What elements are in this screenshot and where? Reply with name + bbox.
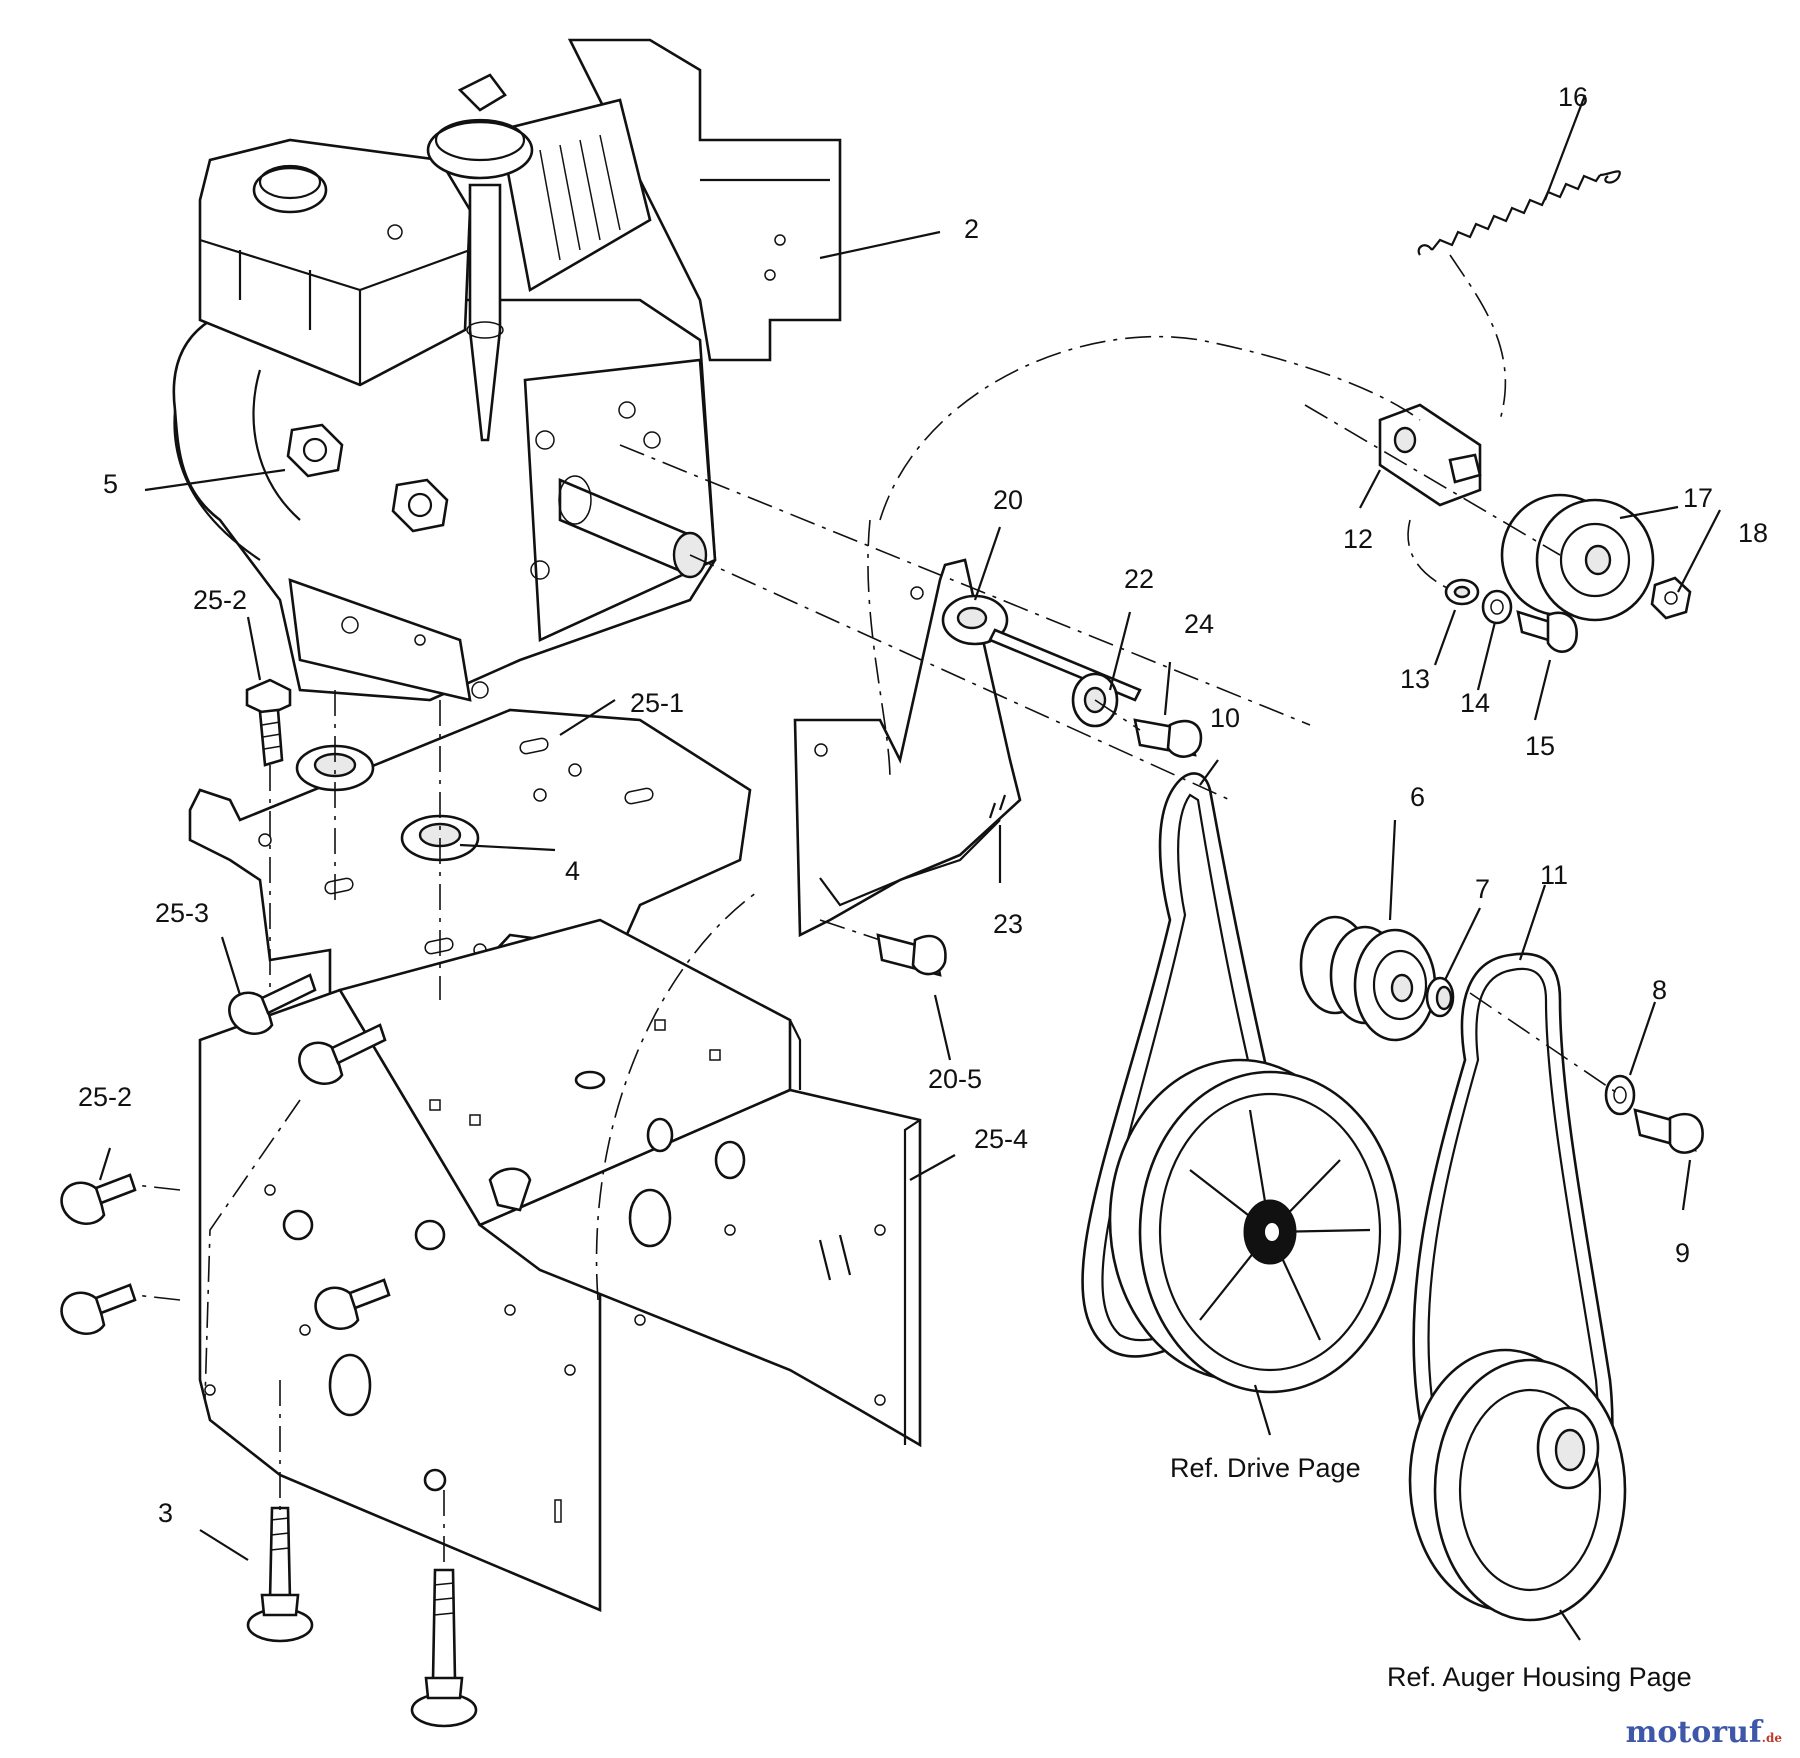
callout-25-4: 25-4 xyxy=(974,1124,1028,1154)
carriage-bolt-a xyxy=(246,1506,314,1643)
callout-3: 3 xyxy=(158,1498,173,1528)
bolt-25-2-side-a xyxy=(60,1173,137,1225)
callout-2: 2 xyxy=(964,214,979,244)
callout-20: 20 xyxy=(993,485,1023,515)
watermark-name: motoruf xyxy=(1625,1715,1762,1750)
bolt-15 xyxy=(1516,610,1578,653)
pulley-17 xyxy=(1500,493,1655,622)
ref-auger-housing-page: Ref. Auger Housing Page xyxy=(1387,1662,1692,1692)
callout-17: 17 xyxy=(1683,483,1713,513)
bolt-25-3-b xyxy=(298,1023,387,1085)
washer-8 xyxy=(1604,1074,1636,1116)
bolt-25-2-side-b xyxy=(60,1283,137,1335)
bolt-9 xyxy=(1633,1108,1704,1154)
bolt-side-c xyxy=(314,1278,391,1330)
callout-10: 10 xyxy=(1210,703,1240,733)
watermark-logo: motoruf.de xyxy=(1626,1715,1782,1750)
spring-16 xyxy=(1417,170,1621,256)
callout-13: 13 xyxy=(1400,664,1430,694)
callout-18: 18 xyxy=(1738,518,1768,548)
bolt-20-5 xyxy=(876,933,947,977)
bolt-25-3-a xyxy=(228,973,317,1035)
spacer-13 xyxy=(1444,578,1480,606)
ref-drive-page: Ref. Drive Page xyxy=(1170,1453,1361,1483)
leader-lines xyxy=(98,94,1721,1641)
callout-24: 24 xyxy=(1184,609,1214,639)
callout-25-1: 25-1 xyxy=(630,688,684,718)
callout-14: 14 xyxy=(1460,688,1490,718)
washer-14 xyxy=(1481,589,1513,625)
callout-5: 5 xyxy=(103,469,118,499)
callout-12: 12 xyxy=(1343,524,1373,554)
nut-18 xyxy=(1650,576,1692,620)
bolt-25-2-top xyxy=(245,678,292,767)
callout-25-3: 25-3 xyxy=(155,898,209,928)
nut-5b xyxy=(391,478,449,533)
callout-16: 16 xyxy=(1558,82,1588,112)
nut-5a xyxy=(286,423,344,478)
callout-labels: 2 3 4 5 6 7 8 9 10 11 12 13 14 15 16 17 … xyxy=(78,82,1768,1692)
auger-pulley xyxy=(1408,1348,1627,1622)
engine xyxy=(172,38,842,702)
callout-22: 22 xyxy=(1124,564,1154,594)
callout-25-2-top: 25-2 xyxy=(193,585,247,615)
callout-20-5: 20-5 xyxy=(928,1064,982,1094)
assembly-lines xyxy=(134,254,1621,1570)
callout-25-2-side: 25-2 xyxy=(78,1082,132,1112)
bracket xyxy=(793,558,1022,938)
callout-8: 8 xyxy=(1652,975,1667,1005)
bushing-7 xyxy=(1425,976,1455,1018)
callout-4: 4 xyxy=(565,856,580,886)
frame xyxy=(198,918,922,1612)
watermark-tld: .de xyxy=(1761,1731,1782,1745)
idler-bracket-12 xyxy=(1378,403,1482,507)
callout-6: 6 xyxy=(1410,782,1425,812)
drive-pulley xyxy=(1108,1058,1402,1394)
callout-15: 15 xyxy=(1525,731,1555,761)
callout-23: 23 xyxy=(993,909,1023,939)
bolt-24 xyxy=(1133,718,1203,758)
engine-pulley-6 xyxy=(1299,915,1437,1042)
callout-11: 11 xyxy=(1540,860,1568,890)
callout-7: 7 xyxy=(1475,874,1490,904)
carriage-bolt-b xyxy=(410,1568,478,1728)
callout-9: 9 xyxy=(1675,1238,1690,1268)
